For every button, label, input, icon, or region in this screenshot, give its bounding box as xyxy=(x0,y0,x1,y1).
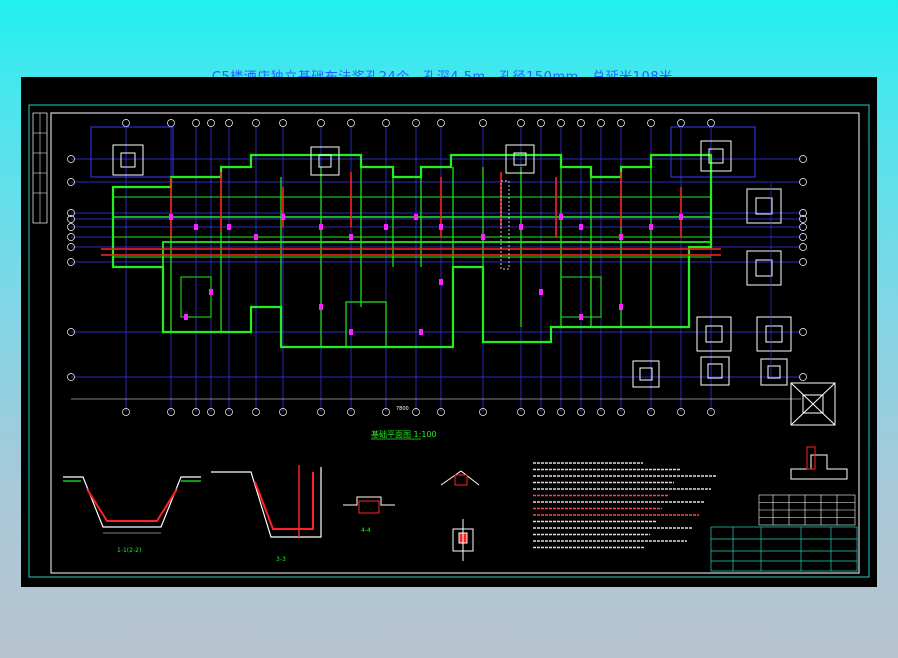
column-markers xyxy=(169,214,683,335)
stair-hatch xyxy=(500,180,510,270)
left-binding-strip xyxy=(32,112,48,224)
general-notes xyxy=(533,462,717,549)
title-block xyxy=(710,526,858,572)
detail-box-right xyxy=(670,126,756,178)
schedule-table xyxy=(758,494,856,526)
section-1-1: 1-1(2-2) xyxy=(63,476,201,554)
detail-small xyxy=(440,470,480,561)
cad-drawing: 基础平面图 1:100 7800 1-1(2-2) 3-3 4-4 xyxy=(28,104,870,578)
tie-beams xyxy=(101,172,721,256)
cad-drawing-viewport[interactable]: 基础平面图 1:100 7800 1-1(2-2) 3-3 4-4 xyxy=(21,77,877,587)
axis-bubbles xyxy=(67,119,807,416)
outer-frame xyxy=(28,104,870,578)
footing-detail-right xyxy=(790,446,848,480)
plan-caption: 基础平面图 1:100 xyxy=(371,429,437,439)
section-label-3: 3-3 xyxy=(276,556,286,563)
inner-frame xyxy=(50,112,860,574)
axis-grid xyxy=(71,127,801,412)
section-3-3: 3-3 xyxy=(211,465,322,563)
detail-box-left xyxy=(90,126,174,178)
section-label-1: 1-1(2-2) xyxy=(117,547,141,554)
section-label-4: 4-4 xyxy=(361,527,371,534)
total-dimension: 7800 xyxy=(396,406,409,412)
isolated-footings xyxy=(112,140,836,426)
section-4-4: 4-4 xyxy=(343,496,395,534)
